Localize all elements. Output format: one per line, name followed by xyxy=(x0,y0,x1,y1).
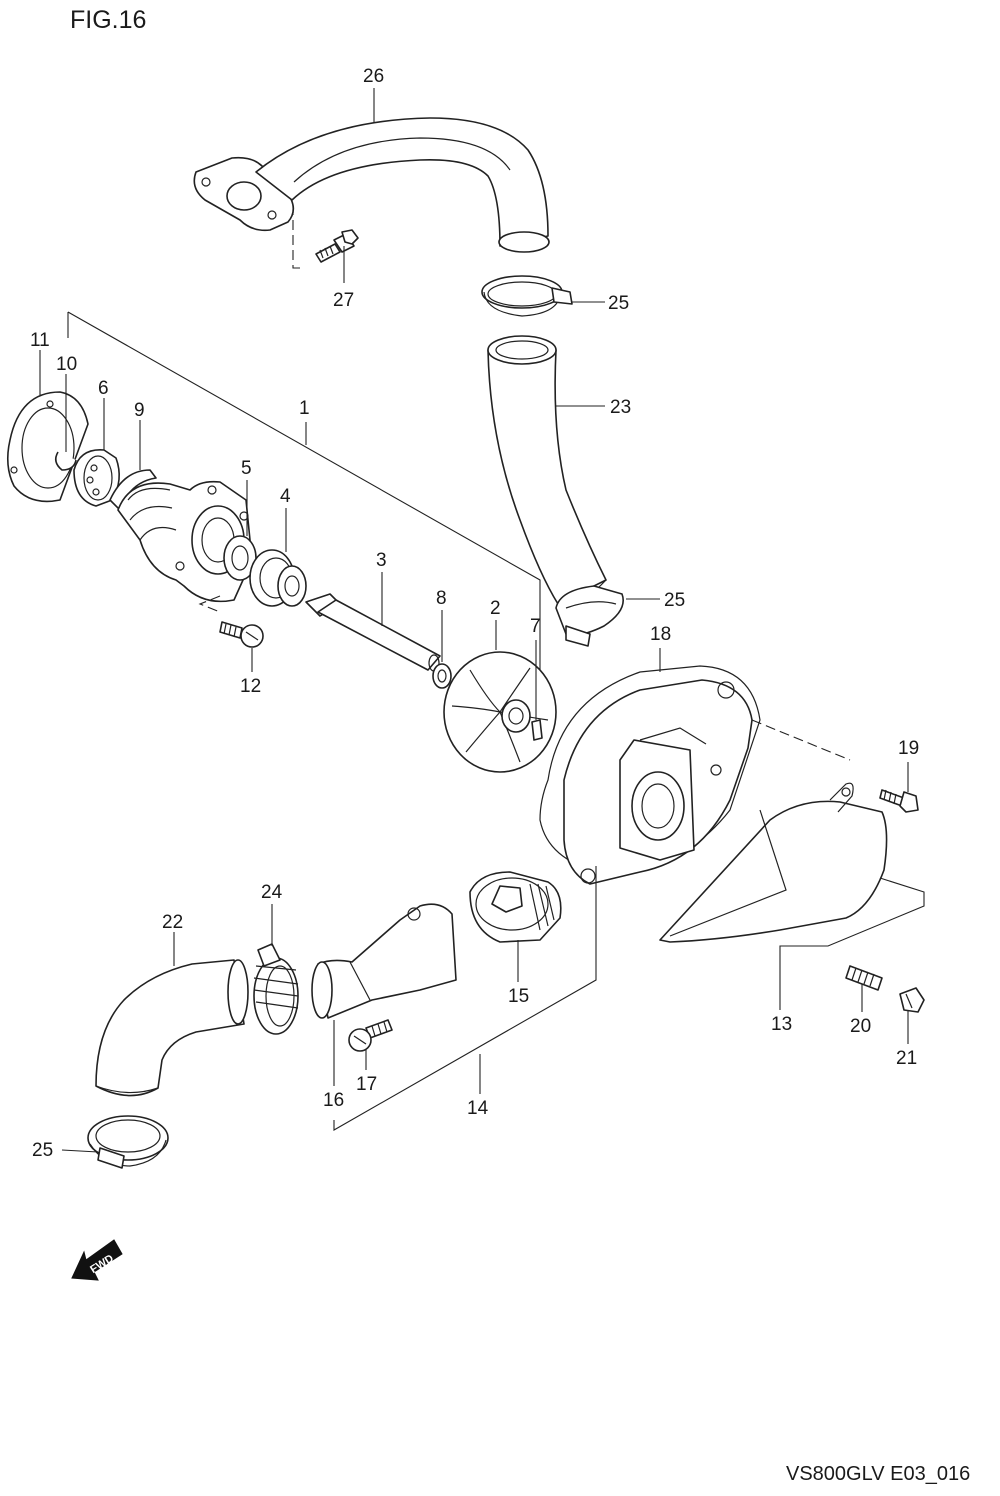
part-13-cover xyxy=(659,782,888,943)
part-25-clamp-upper xyxy=(481,275,573,317)
callout-labels: 1 2 3 4 5 6 7 8 9 10 11 12 13 14 15 16 1… xyxy=(30,66,919,1161)
part-21-nut xyxy=(899,987,925,1013)
callout-19: 19 xyxy=(898,738,919,759)
callout-26: 26 xyxy=(363,66,384,87)
part-15-thermostat xyxy=(469,871,562,943)
part-25-clamp-lower xyxy=(87,1115,169,1169)
callout-8: 8 xyxy=(436,588,447,609)
part-2-impeller xyxy=(443,651,557,773)
callout-1: 1 xyxy=(299,398,310,419)
part-7-pin xyxy=(531,719,543,741)
callout-6: 6 xyxy=(98,378,109,399)
callout-22: 22 xyxy=(162,912,183,933)
part-26-pipe xyxy=(193,117,550,253)
callout-3: 3 xyxy=(376,550,387,571)
callout-10: 10 xyxy=(56,354,77,375)
figure-title: FIG.16 xyxy=(70,6,146,34)
part-16-elbow xyxy=(311,903,457,1019)
callout-21: 21 xyxy=(896,1048,917,1069)
callout-17: 17 xyxy=(356,1074,377,1095)
part-20-stud xyxy=(845,965,883,991)
callout-23: 23 xyxy=(610,397,631,418)
part-22-hose xyxy=(95,959,249,1097)
callout-24: 24 xyxy=(261,882,283,903)
leader-25-lower xyxy=(61,1149,99,1153)
callout-4: 4 xyxy=(280,486,291,507)
callout-25-lower: 25 xyxy=(32,1140,53,1161)
leader-19-dash xyxy=(751,719,851,761)
leader-27-dash xyxy=(292,205,305,269)
callout-20: 20 xyxy=(850,1016,871,1037)
callout-11: 11 xyxy=(30,330,50,351)
callout-5: 5 xyxy=(241,458,252,479)
callout-18: 18 xyxy=(650,624,671,645)
part-27-bolt xyxy=(315,229,359,263)
callout-25-upper: 25 xyxy=(608,293,629,314)
callout-7: 7 xyxy=(530,616,541,637)
leader-12-dash xyxy=(198,595,221,613)
figure-code: VS800GLV E03_016 xyxy=(786,1463,970,1485)
leader-13 xyxy=(779,877,925,1010)
callout-2: 2 xyxy=(490,598,501,619)
part-23-hose xyxy=(487,335,607,605)
part-1-pump-body xyxy=(117,480,253,603)
fwd-arrow-icon: FWD xyxy=(71,1239,123,1281)
part-8-washer xyxy=(432,663,452,689)
part-12-bolt xyxy=(219,621,264,648)
part-17-bolt xyxy=(348,1019,393,1052)
part-3-shaft xyxy=(305,593,441,672)
part-25-clamp-mid xyxy=(555,585,624,647)
callout-15: 15 xyxy=(508,986,529,1007)
bracket-14 xyxy=(333,866,597,1131)
callout-12: 12 xyxy=(240,676,261,697)
callout-25-mid: 25 xyxy=(664,590,685,611)
callout-16: 16 xyxy=(323,1090,344,1111)
part-10-circlip xyxy=(54,451,77,471)
callout-9: 9 xyxy=(134,400,145,421)
part-14-pump-cover xyxy=(563,679,753,885)
part-24-clamp xyxy=(253,943,299,1035)
part-4-mech-seal xyxy=(249,549,307,607)
callout-13: 13 xyxy=(771,1014,792,1035)
part-19-bolt xyxy=(879,789,919,813)
part-6-bearing xyxy=(73,449,120,507)
callout-27: 27 xyxy=(333,290,354,311)
part-11-plate xyxy=(6,391,89,503)
callout-14: 14 xyxy=(467,1098,489,1119)
